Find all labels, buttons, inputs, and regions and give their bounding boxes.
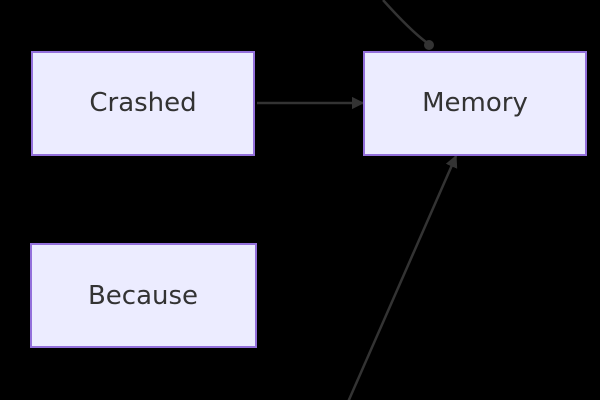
node-memory[interactable]: Memory (363, 51, 587, 156)
edge-top-to-memory (382, 0, 427, 43)
edge-top-endpoint (424, 40, 434, 50)
node-crashed-box (31, 51, 255, 156)
node-memory-box (363, 51, 587, 156)
node-memory-label: Memory (422, 88, 528, 118)
node-because-box (30, 243, 257, 348)
node-because[interactable]: Because (30, 243, 257, 348)
node-because-label: Because (88, 281, 198, 311)
node-crashed[interactable]: Crashed (31, 51, 255, 156)
edge-bottom-to-memory (347, 154, 458, 400)
node-crashed-label: Crashed (89, 88, 196, 118)
